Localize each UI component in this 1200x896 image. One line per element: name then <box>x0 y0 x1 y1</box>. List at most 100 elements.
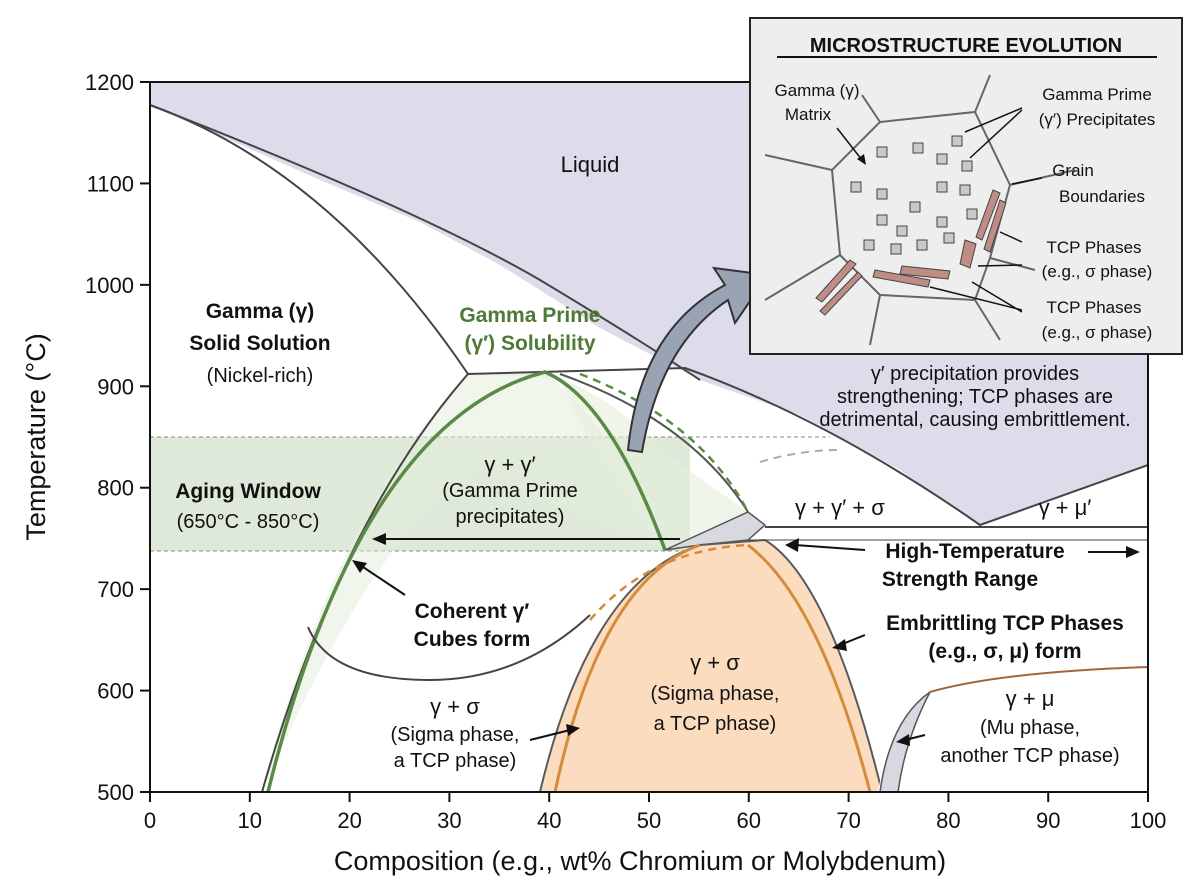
gamma-gp-sigma-label: γ + γ′ + σ <box>795 495 885 520</box>
high-temp-arrow-left <box>794 544 866 551</box>
note-1: γ′ precipitation provides <box>871 363 1079 385</box>
mu-2: (Mu phase, <box>980 717 1080 739</box>
high-temp-1: High-Temperature <box>885 540 1064 563</box>
gamma-gp-3: precipitates) <box>456 506 565 528</box>
sigma-left-3: a TCP phase) <box>394 750 517 772</box>
embrittling-1: Embrittling TCP Phases <box>886 612 1124 635</box>
grain-boundary-lines <box>764 74 1076 346</box>
liquidus-right <box>684 367 1149 527</box>
x-tick-label: 100 <box>1130 808 1167 833</box>
inset-precip-1: Gamma Prime <box>1042 85 1152 104</box>
sigma-left-arrowhead <box>566 724 580 736</box>
precip-pointer-1 <box>964 107 1023 133</box>
high-temp-2: Strength Range <box>882 568 1038 591</box>
tcp2-pointer-1 <box>929 286 1023 311</box>
liquidus-left <box>149 104 469 375</box>
inset-grain-2: Boundaries <box>1059 187 1145 206</box>
sigma-right-orange <box>747 543 872 793</box>
y-tick-label: 700 <box>97 577 134 602</box>
gamma-gp-2: (Gamma Prime <box>442 480 578 502</box>
sigma-center-2: (Sigma phase, <box>651 683 780 705</box>
mu-arrowhead <box>896 734 910 746</box>
x-tick-label: 60 <box>737 808 761 833</box>
mu-1: γ + μ <box>1006 686 1055 711</box>
x-tick-label: 40 <box>537 808 561 833</box>
y-tick-label: 500 <box>97 780 134 805</box>
tcp1-pointer-1 <box>999 231 1023 243</box>
aging-window-1: Aging Window <box>175 480 321 503</box>
gamma-label-2: Solid Solution <box>189 332 330 355</box>
y-tick-label: 600 <box>97 679 134 704</box>
x-tick-label: 30 <box>437 808 461 833</box>
tcp-phase-particles <box>815 189 1007 316</box>
mu-region <box>878 665 1148 792</box>
inset-tcp2-1: TCP Phases <box>1046 298 1141 317</box>
mu-boundary <box>929 666 1149 693</box>
gamma-label-3: (Nickel-rich) <box>207 365 314 387</box>
note-3: detrimental, causing embrittlement. <box>819 409 1130 431</box>
aging-arrowhead <box>372 533 386 545</box>
y-tick-label: 1000 <box>85 273 134 298</box>
inset-title: MICROSTRUCTURE EVOLUTION <box>810 35 1122 57</box>
high-temp-arrowhead-right <box>1126 546 1140 558</box>
gp-right-boundary <box>559 373 749 513</box>
inset-tcp1-1: TCP Phases <box>1046 238 1141 257</box>
y-tick-label: 800 <box>97 476 134 501</box>
embrittling-2: (e.g., σ, μ) form <box>928 640 1081 663</box>
gamma-prime-lens <box>262 372 665 792</box>
matrix-pointer-head <box>857 154 866 165</box>
x-tick-label: 50 <box>637 808 661 833</box>
precip-pointer-2 <box>969 109 1023 159</box>
mu-3: another TCP phase) <box>940 745 1119 767</box>
embrittling-arrowhead <box>832 639 847 651</box>
high-temp-arrowhead-left <box>785 538 799 552</box>
trough-line <box>307 614 591 682</box>
sigma-top-dash <box>759 449 841 463</box>
liquid-label: Liquid <box>561 152 620 177</box>
inset-matrix-1: Gamma (γ) <box>775 81 860 100</box>
sigma-left-orange <box>553 543 701 793</box>
coherent-arrowhead <box>352 560 367 573</box>
gamma-gp-1: γ + γ′ <box>484 452 535 477</box>
inset-precip-2: (γ′) Precipitates <box>1039 110 1156 129</box>
inset-matrix-2: Matrix <box>785 105 832 124</box>
sigma-center-3: a TCP phase) <box>654 713 777 735</box>
x-tick-label: 90 <box>1036 808 1060 833</box>
liquidus-curve <box>149 104 701 381</box>
x-tick-label: 20 <box>337 808 361 833</box>
inset-grain-1: Grain <box>1052 161 1094 180</box>
sigma-left-2: (Sigma phase, <box>391 724 520 746</box>
x-tick-label: 70 <box>836 808 860 833</box>
sigma-left-1: γ + σ <box>430 694 480 719</box>
coherent-arrow <box>359 564 406 596</box>
sigma-left-arrow <box>529 729 571 741</box>
gp-dashed <box>579 372 750 513</box>
gp-solubility-1: Gamma Prime <box>459 304 600 327</box>
x-tick-label: 0 <box>144 808 156 833</box>
gamma-mu-prime-label: γ + μ′ <box>1039 495 1092 520</box>
x-tick-label: 10 <box>238 808 262 833</box>
coherent-1: Coherent γ′ <box>415 600 530 623</box>
inset-panel: MICROSTRUCTURE EVOLUTION <box>749 17 1183 355</box>
sigma-dashed <box>589 543 749 621</box>
y-tick-label: 1200 <box>85 70 134 95</box>
grain-pointer <box>1011 177 1043 185</box>
coherent-2: Cubes form <box>414 628 531 651</box>
inset-tcp1-2: (e.g., σ phase) <box>1042 262 1153 281</box>
tcp1-pointer-2 <box>977 264 1023 267</box>
note-2: strengthening; TCP phases are <box>837 386 1113 408</box>
inset-tcp2-2: (e.g., σ phase) <box>1042 323 1153 342</box>
x-tick-label: 80 <box>936 808 960 833</box>
x-ticks: 0 10 20 30 40 50 60 70 80 90 100 <box>144 792 1166 833</box>
aging-window-2: (650°C - 850°C) <box>177 511 320 533</box>
x-axis-label: Composition (e.g., wt% Chromium or Molyb… <box>334 846 946 876</box>
tcp2-pointer-2 <box>971 281 1023 313</box>
y-axis-label: Temperature (°C) <box>21 333 51 540</box>
gp-solubility-2: (γ′) Solubility <box>464 332 595 355</box>
solvus-green <box>266 370 667 793</box>
sigma-center-1: γ + σ <box>690 650 740 675</box>
gamma-prime-precipitates <box>850 135 978 255</box>
